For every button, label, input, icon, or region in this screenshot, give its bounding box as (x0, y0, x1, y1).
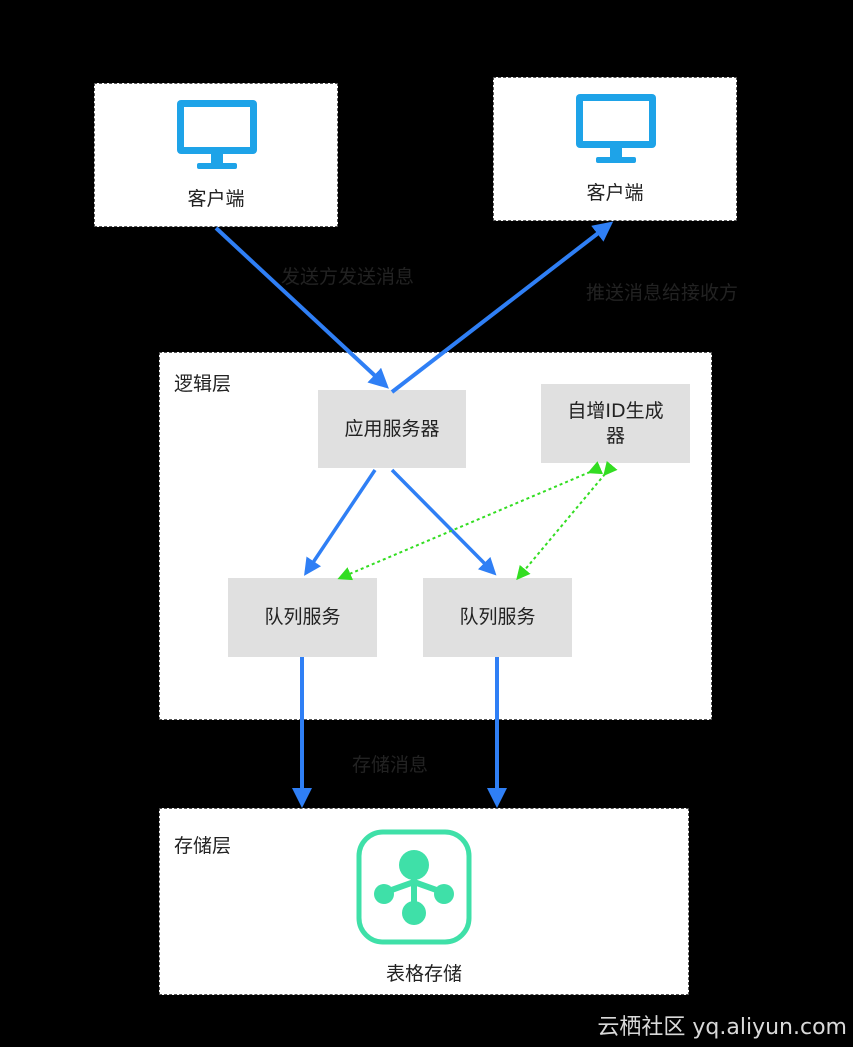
client-box-left: 客户端 (94, 83, 338, 227)
watermark: 云栖社区 yq.aliyun.com (597, 1015, 847, 1040)
client-box-right: 客户端 (493, 77, 737, 221)
edge-label-push: 推送消息给接收方 (586, 282, 739, 304)
client-label-right: 客户端 (586, 182, 644, 204)
arrow-app-to-queue-left (304, 469, 377, 576)
dotted-arrow-id-to-queue-right (516, 460, 618, 581)
monitor-icon (177, 100, 257, 169)
queue-service-right: 队列服务 (423, 578, 572, 657)
table-store-icon (356, 829, 472, 945)
edge-label-store: 存储消息 (352, 754, 429, 776)
queue-service-left: 队列服务 (228, 578, 377, 657)
arrow-sender-to-app (214, 226, 389, 389)
arrow-app-to-queue-right (390, 468, 497, 576)
app-server: 应用服务器 (318, 390, 466, 468)
id-generator: 自增ID生成器 (541, 384, 690, 463)
client-label-left: 客户端 (187, 188, 245, 210)
logic-layer-title: 逻辑层 (174, 373, 232, 395)
storage-layer: 存储层 表格存储 (159, 808, 689, 995)
dotted-arrow-id-to-queue-left (337, 461, 604, 581)
edge-label-sender: 发送方发送消息 (281, 266, 415, 288)
monitor-icon (576, 94, 656, 163)
arrow-app-to-receiver (390, 221, 614, 394)
storage-layer-title: 存储层 (174, 835, 232, 857)
table-store-label: 表格存储 (385, 963, 462, 985)
